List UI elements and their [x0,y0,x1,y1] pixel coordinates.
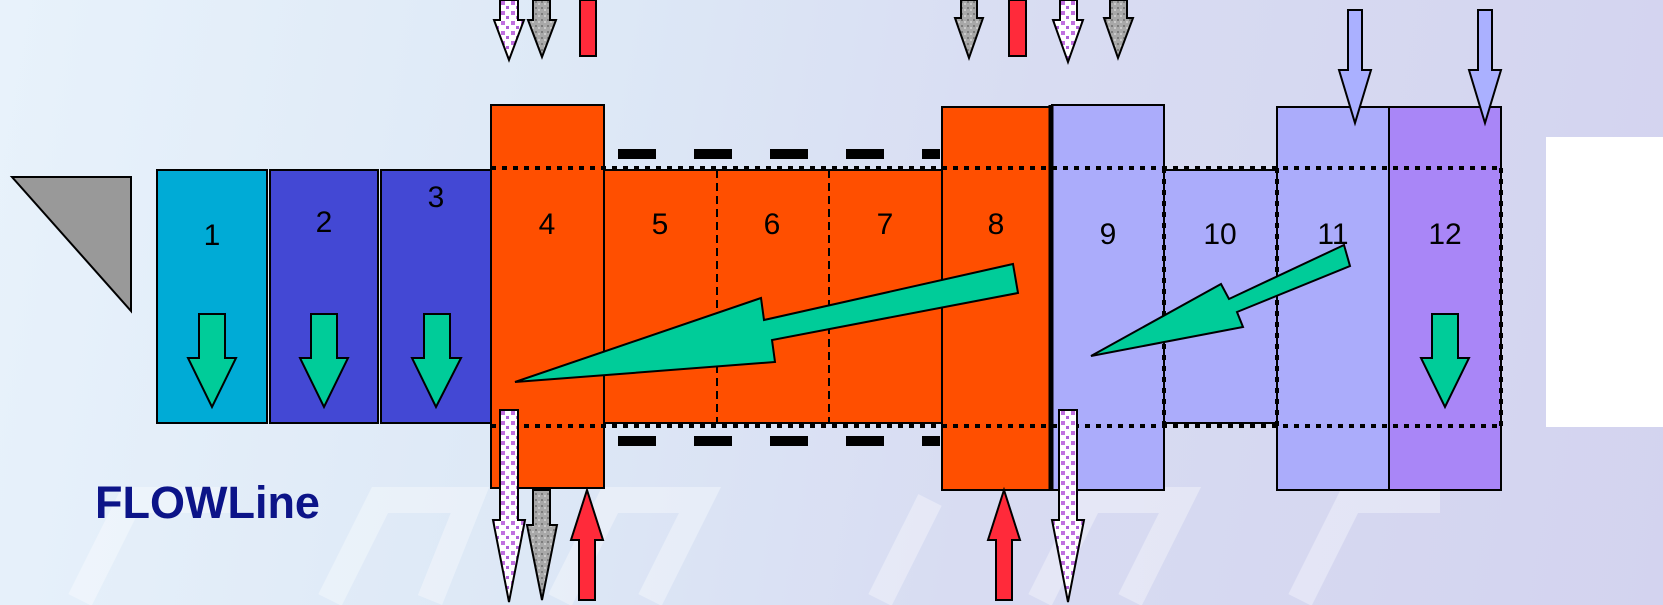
heat-up-arrow-bottom-8 [986,486,1022,601]
recycle-arrow-large [514,262,1020,383]
down-arrow-3 [410,313,463,410]
green-down-arrows [186,313,1471,410]
lavender-down-arrow-12 [1467,9,1503,127]
segment-label-9: 9 [1100,218,1117,251]
feed-triangle [9,176,132,314]
diagram-title: FLOWLine [95,477,320,528]
speckled-down-arrow-bottom-4 [491,409,527,603]
down-arrow-2 [298,313,350,410]
segment-label-10: 10 [1203,218,1236,251]
white-panel [1546,137,1663,427]
segment-label-5: 5 [652,208,669,241]
down-arrow-12 [1419,313,1471,410]
recycle-arrow-small [1090,243,1352,357]
segment-label-1: 1 [204,219,221,252]
heat-down-arrow-top-8 [1008,0,1027,57]
gray-down-arrow-top-4 [526,0,558,60]
speckled-down-arrow-top-8 [1051,0,1085,65]
heat-down-arrow-top-4 [579,0,597,57]
segment-11-block [1276,106,1390,491]
gray-down-arrow-top-8a [953,0,985,62]
segment-label-4: 4 [539,208,556,241]
segment-12-block [1388,106,1502,491]
segment-label-3: 3 [428,181,445,214]
dotted-boundaries [491,166,1503,428]
lavender-down-arrow-11 [1337,9,1373,127]
speckled-down-arrow-top-4 [492,0,526,63]
down-arrow-1 [186,313,238,410]
segment-label-2: 2 [316,206,333,239]
heat-up-arrow-bottom-4 [569,486,605,601]
gray-down-arrow-bottom-4 [525,489,559,601]
dashed-boundaries [618,149,940,446]
segment-label-8: 8 [988,208,1005,241]
segment-label-12: 12 [1428,218,1461,251]
segment-label-7: 7 [877,208,894,241]
gray-down-arrow-top-8b [1102,0,1135,61]
speckled-down-arrow-bottom-9 [1050,409,1086,603]
segment-label-6: 6 [764,208,781,241]
